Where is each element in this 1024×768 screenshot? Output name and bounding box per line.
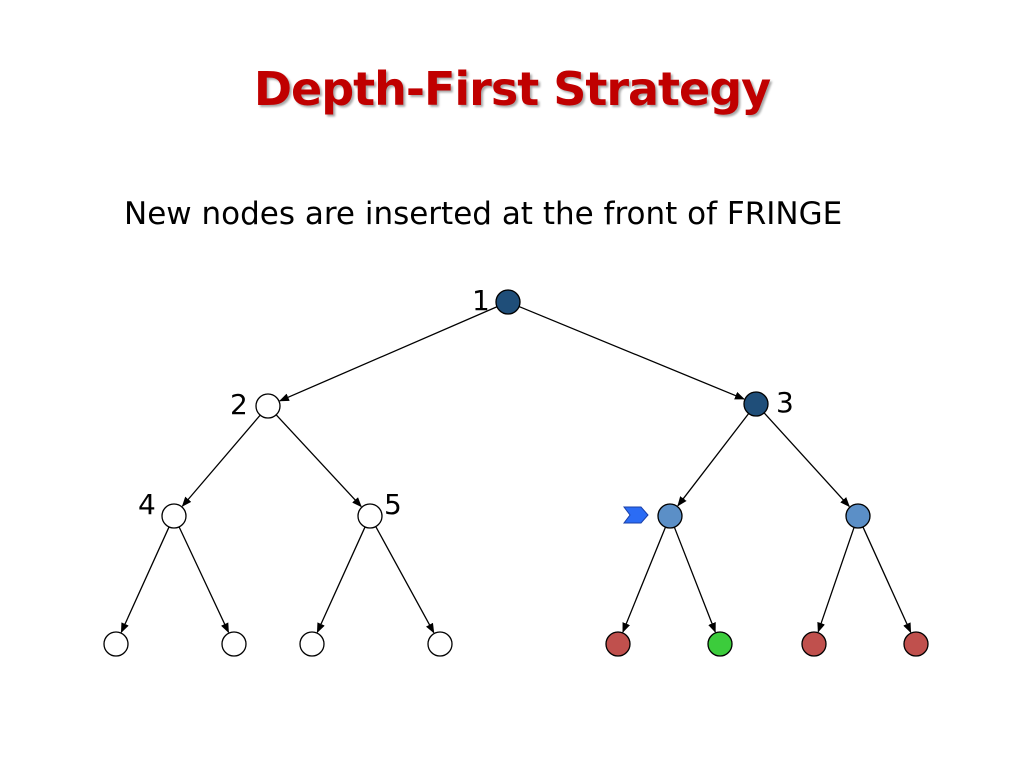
- tree-node-unvisited: [427, 631, 453, 657]
- edge-n2-n4: [181, 414, 261, 507]
- edge-n3-n7: [763, 412, 850, 508]
- edge-n3-n6: [677, 413, 750, 507]
- tree-node-unvisited: [221, 631, 247, 657]
- tree-node-unvisited: [255, 393, 281, 419]
- tree-node-unvisited: [103, 631, 129, 657]
- tree-node-unvisited: [161, 503, 187, 529]
- edge-n4-n9: [178, 526, 230, 634]
- node-label: 1: [472, 284, 490, 317]
- edge-n2-n5: [275, 414, 362, 508]
- edge-n6-n13: [673, 526, 716, 633]
- node-label: 5: [384, 488, 402, 521]
- tree-node-fringe: [845, 503, 871, 529]
- edge-n5-n11: [375, 526, 435, 634]
- tree-node-expanded: [743, 391, 769, 417]
- edge-n7-n14: [817, 527, 855, 633]
- edge-n1-n2: [279, 306, 498, 402]
- tree-node-expanded: [495, 289, 521, 315]
- tree-node-failed: [605, 631, 631, 657]
- edge-n6-n12: [622, 526, 667, 633]
- edge-n1-n3: [518, 305, 745, 400]
- edge-n4-n8: [120, 526, 170, 634]
- tree-node-failed: [903, 631, 929, 657]
- node-label: 2: [230, 388, 248, 421]
- tree-node-unvisited: [299, 631, 325, 657]
- edge-n7-n15: [862, 526, 912, 634]
- slide-title: Depth-First Strategy: [253, 62, 771, 116]
- current-node-pointer-icon: [623, 506, 649, 524]
- node-label: 3: [776, 386, 794, 419]
- slide-subtitle: New nodes are inserted at the front of F…: [124, 196, 843, 232]
- tree-node-fringe: [657, 503, 683, 529]
- tree-node-unvisited: [357, 503, 383, 529]
- node-label: 4: [138, 488, 156, 521]
- edge-n5-n10: [316, 526, 366, 634]
- tree-node-goal: [707, 631, 733, 657]
- tree-node-failed: [801, 631, 827, 657]
